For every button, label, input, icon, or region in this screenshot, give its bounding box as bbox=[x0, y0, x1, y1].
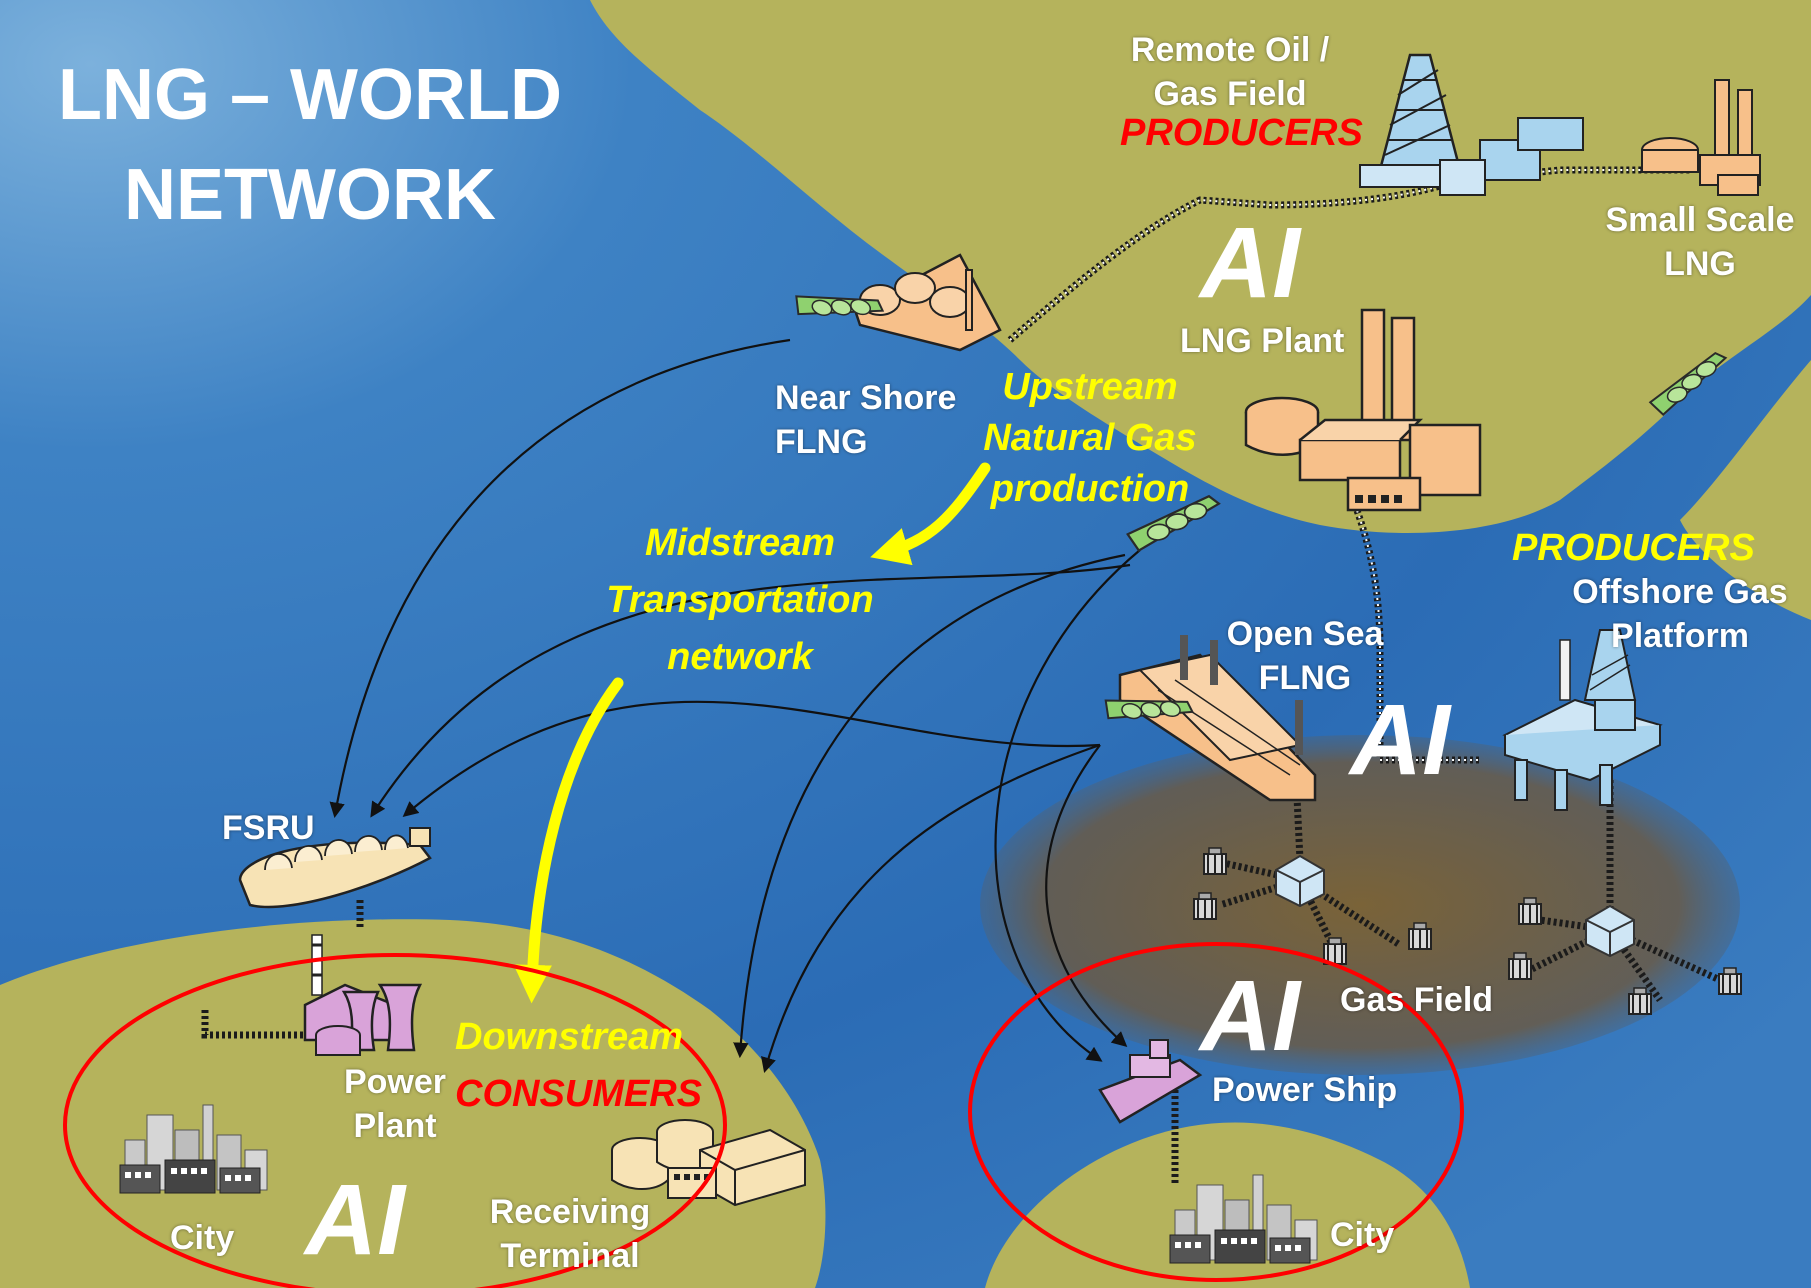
power-plant-label: Power Plant bbox=[320, 1060, 470, 1148]
midstream-label: Midstream Transportation network bbox=[580, 515, 900, 686]
shipping-routes bbox=[329, 338, 1141, 1073]
city-label-right: City bbox=[1330, 1216, 1395, 1254]
remote-field-label: Remote Oil / Gas Field bbox=[1110, 28, 1350, 116]
fsru-label: FSRU bbox=[222, 809, 315, 847]
receiving-terminal-label: Receiving Terminal bbox=[470, 1190, 670, 1278]
consumers-label: CONSUMERS bbox=[455, 1073, 703, 1115]
fsru-icon bbox=[238, 827, 432, 909]
near-shore-flng-label: Near Shore FLNG bbox=[775, 376, 975, 464]
power-ship-label: Power Ship bbox=[1212, 1071, 1398, 1109]
midstream-label-line-2: Transportation bbox=[606, 579, 874, 621]
upstream-label-line-1: Upstream bbox=[1002, 366, 1178, 408]
open-sea-flng-label-line-1: Open Sea bbox=[1226, 615, 1384, 653]
gas-field-area bbox=[980, 735, 1740, 1075]
offshore-platform-label: Offshore Gas Platform bbox=[1560, 570, 1800, 658]
remote-field-buildings-icon bbox=[1439, 117, 1584, 196]
near-shore-flng-label-line-1: Near Shore bbox=[775, 379, 957, 417]
open-sea-flng-icon bbox=[1118, 635, 1317, 802]
offshore-platform-icon bbox=[1502, 629, 1663, 811]
ai-label-consumers: AI bbox=[305, 1164, 405, 1276]
receiving-terminal-label-line-1: Receiving bbox=[489, 1193, 651, 1231]
ai-label-power-ship: AI bbox=[1200, 960, 1300, 1072]
title-line-2: NETWORK bbox=[124, 155, 496, 235]
lng-plant-icon bbox=[1244, 308, 1482, 512]
midstream-label-line-3: network bbox=[667, 636, 813, 678]
upstream-label-line-2: Natural Gas bbox=[983, 417, 1197, 459]
remote-field-label-line-2: Gas Field bbox=[1153, 75, 1307, 113]
downstream-label: Downstream bbox=[455, 1016, 684, 1058]
land-east bbox=[1680, 360, 1811, 620]
diagram-title: LNG – WORLD NETWORK bbox=[50, 45, 570, 245]
producers-label-right: PRODUCERS bbox=[1512, 527, 1755, 569]
near-shore-flng-icon bbox=[853, 253, 1002, 352]
remote-field-label-line-1: Remote Oil / bbox=[1130, 31, 1330, 69]
small-scale-lng-label-line-2: LNG bbox=[1664, 245, 1736, 283]
ai-label-open-sea: AI bbox=[1350, 684, 1450, 796]
open-sea-flng-label: Open Sea FLNG bbox=[1200, 612, 1410, 700]
receiving-terminal-icon bbox=[611, 1119, 806, 1207]
stage-flow-arrows bbox=[513, 462, 991, 1004]
small-scale-lng-label: Small Scale LNG bbox=[1590, 198, 1810, 286]
consumer-highlight-left bbox=[63, 953, 727, 1288]
offshore-platform-label-line-1: Offshore Gas bbox=[1572, 573, 1788, 611]
gas-field-label: Gas Field bbox=[1340, 981, 1494, 1019]
producers-label-top: PRODUCERS bbox=[1120, 112, 1363, 154]
power-plant-icon bbox=[303, 934, 423, 1056]
upstream-label-line-3: production bbox=[990, 468, 1190, 510]
pipeline-highlights bbox=[1009, 169, 1690, 761]
consumer-highlight-right bbox=[968, 942, 1464, 1282]
upstream-label: Upstream Natural Gas production bbox=[970, 362, 1210, 515]
city-label-left: City bbox=[170, 1219, 235, 1257]
small-scale-lng-icon bbox=[1641, 79, 1761, 196]
ai-label-producers: AI bbox=[1200, 207, 1300, 319]
receiving-terminal-label-line-2: Terminal bbox=[500, 1237, 640, 1275]
near-shore-flng-label-line-2: FLNG bbox=[775, 423, 868, 461]
power-plant-label-line-2: Plant bbox=[353, 1107, 437, 1145]
midstream-label-line-1: Midstream bbox=[644, 522, 836, 564]
power-plant-label-line-1: Power bbox=[343, 1063, 447, 1101]
open-sea-flng-label-line-2: FLNG bbox=[1258, 659, 1352, 697]
power-ship-icon bbox=[1098, 1039, 1203, 1124]
offshore-platform-label-line-2: Platform bbox=[1611, 617, 1749, 655]
title-line-1: LNG – WORLD bbox=[58, 55, 562, 135]
lng-plant-label: LNG Plant bbox=[1180, 322, 1345, 360]
land-north bbox=[590, 0, 1811, 533]
small-scale-lng-label-line-1: Small Scale bbox=[1605, 201, 1795, 239]
